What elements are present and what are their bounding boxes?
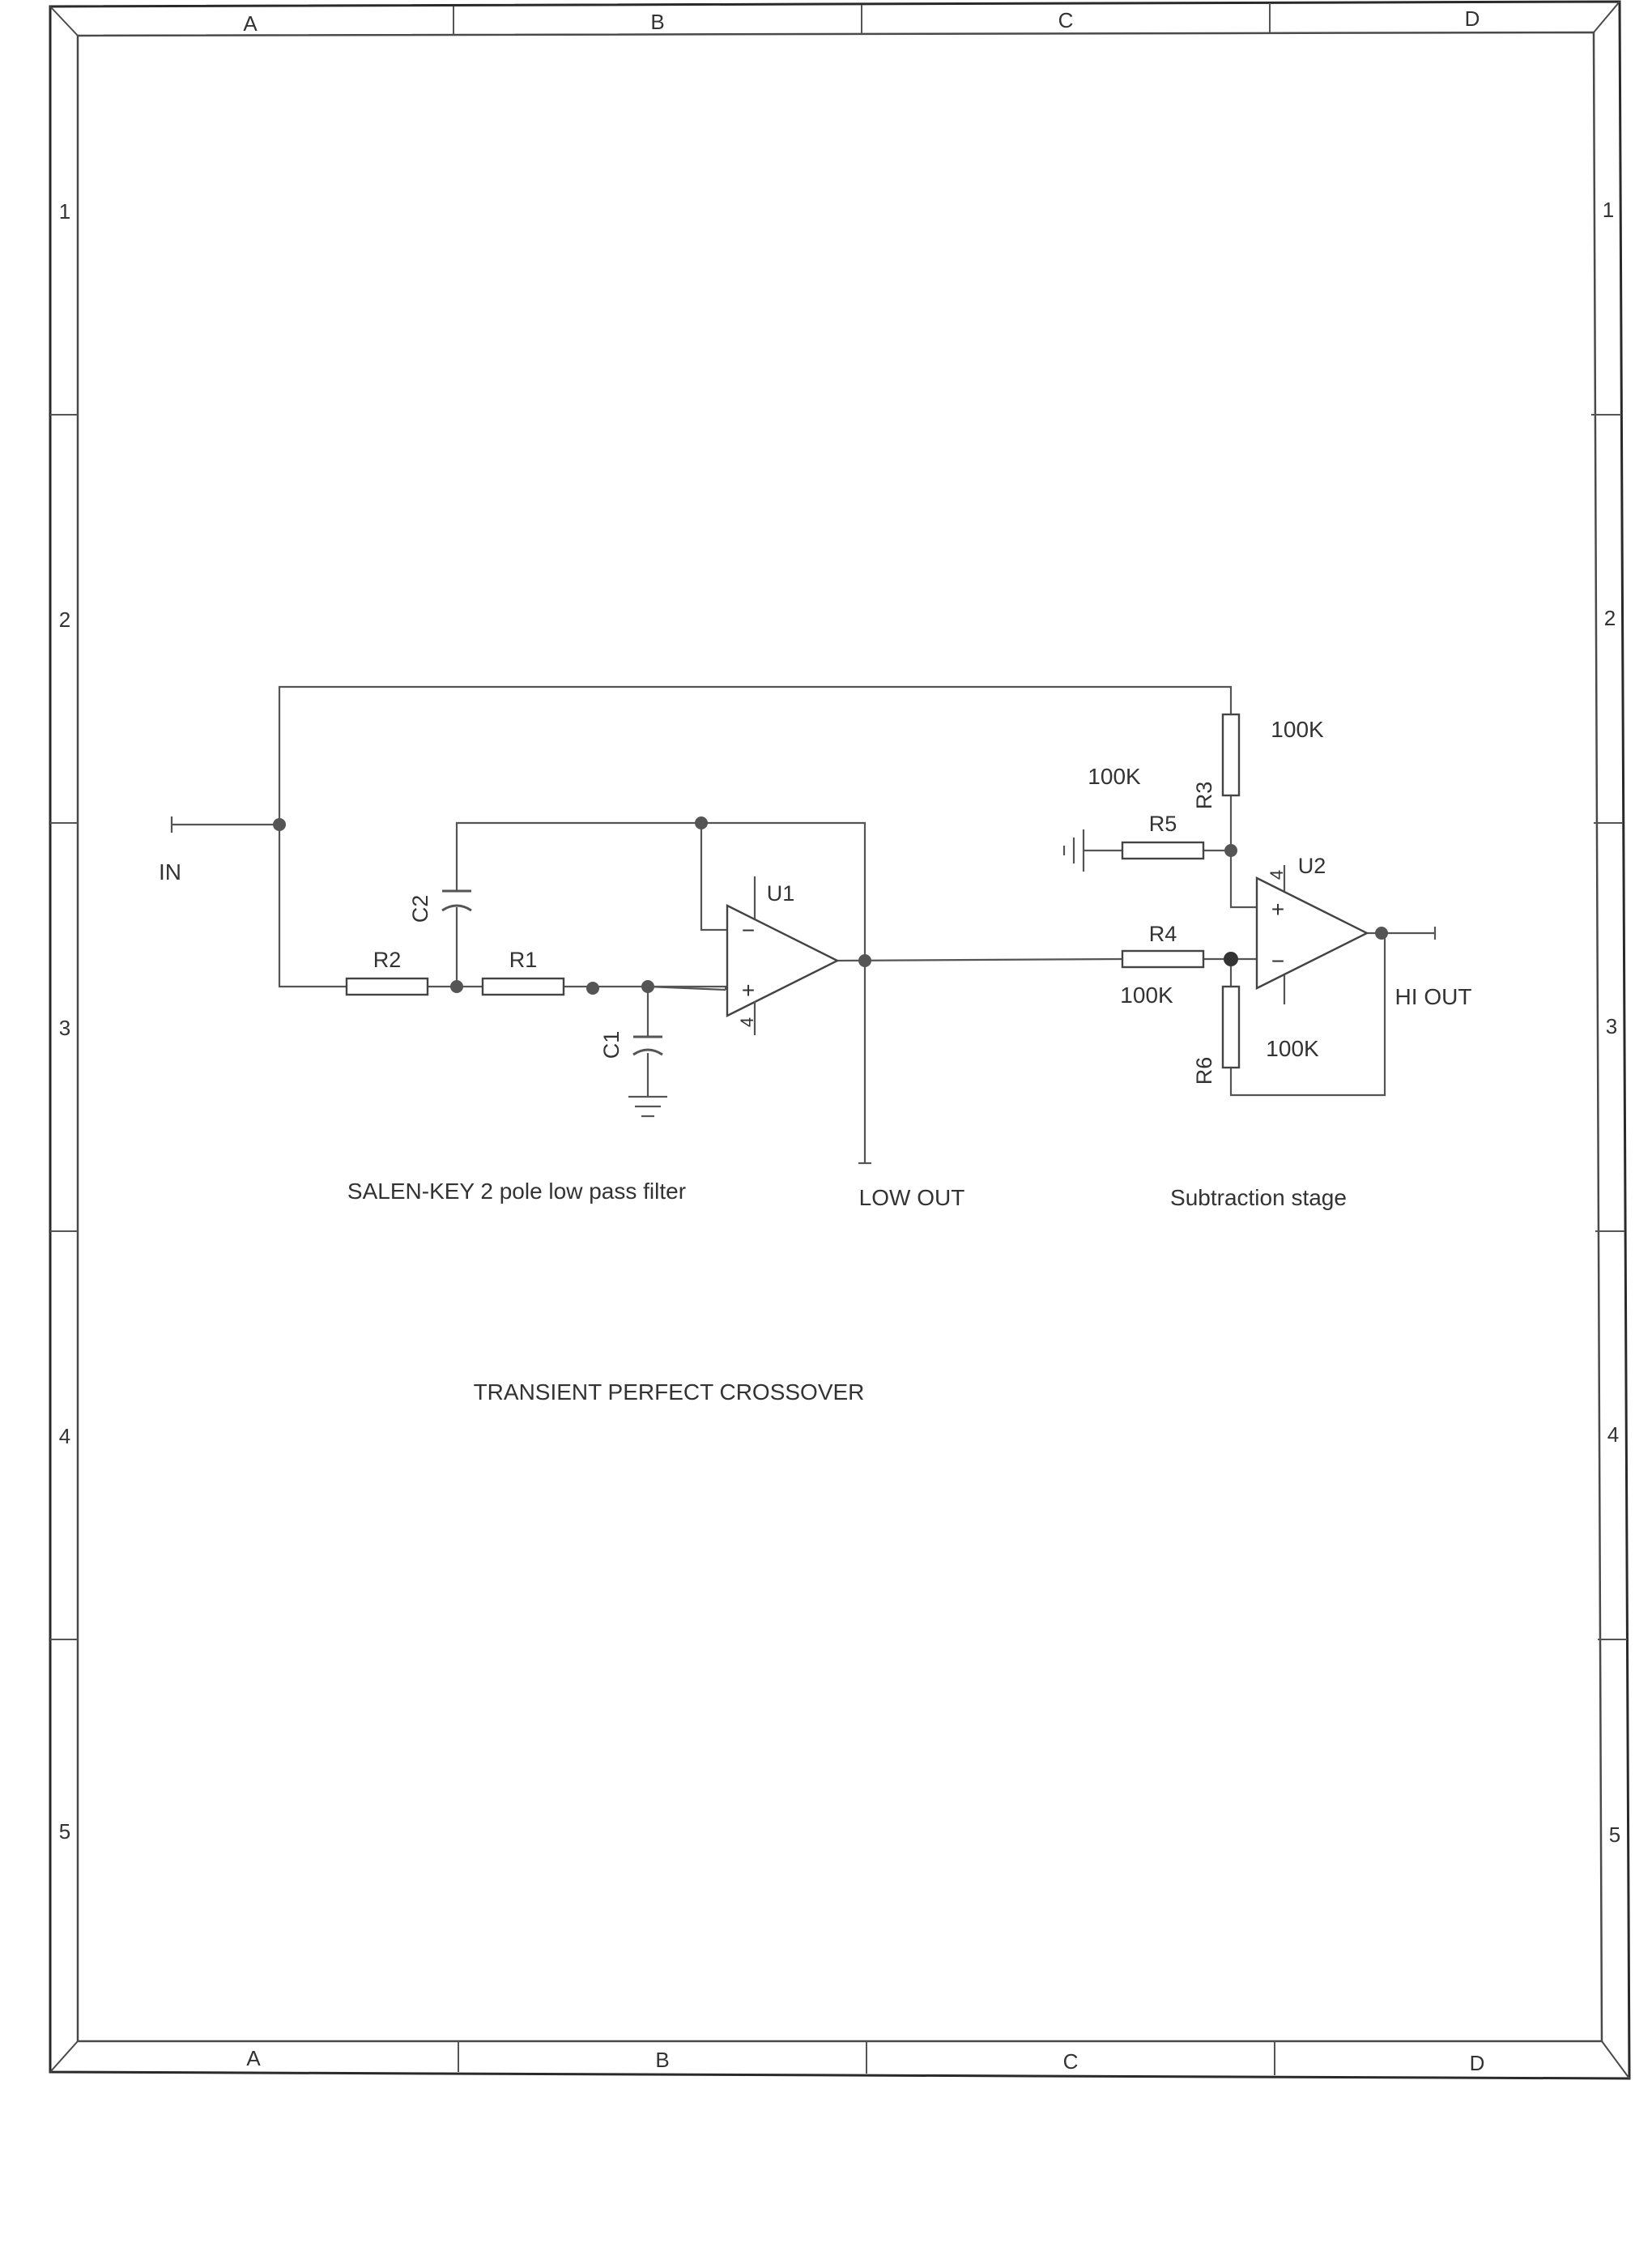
capacitor-c2: C2: [408, 889, 472, 923]
zone-row-2-left: 2: [59, 608, 70, 632]
u2-plus-sign: +: [1271, 897, 1284, 922]
zone-row-4-left: 4: [59, 1424, 70, 1448]
wire-u1-r4: [837, 957, 1123, 962]
wire-r3-u2: [1229, 795, 1257, 909]
page-title: TRANSIENT PERFECT CROSSOVER: [474, 1379, 865, 1405]
zone-row-1-right: 1: [1603, 198, 1614, 222]
capacitor-c1: C1: [599, 1031, 663, 1059]
ground-icon: [628, 1095, 667, 1118]
input-label: IN: [159, 859, 181, 885]
r1-label: R1: [509, 948, 538, 972]
opamp-u1: U1 − + 4: [726, 876, 840, 1035]
u2-label: U2: [1298, 854, 1326, 878]
zone-col-a-bottom: A: [246, 2046, 261, 2070]
zone-row-4-right: 4: [1607, 1422, 1619, 1447]
u2-minus-sign: −: [1271, 949, 1284, 974]
r4-label: R4: [1149, 922, 1177, 946]
junction-dot: [1375, 927, 1388, 940]
resistor-r3: R3 100K: [1192, 713, 1324, 810]
resistor-r1: R1: [481, 948, 565, 996]
resistor-r6: R6 100K: [1192, 985, 1319, 1085]
r6-label: R6: [1192, 1057, 1216, 1085]
zone-row-3-left: 3: [59, 1016, 70, 1040]
u2-pin-label: 4: [1267, 870, 1287, 880]
zone-col-c-bottom: C: [1063, 2049, 1079, 2074]
r4-value: 100K: [1120, 983, 1173, 1008]
wire-top-bus: [278, 685, 1233, 825]
resistor-r5: R5 100K: [1088, 764, 1205, 860]
junctions: [273, 816, 1388, 995]
junction-dot: [1224, 952, 1238, 966]
r6-value: 100K: [1266, 1036, 1319, 1061]
c1-label: C1: [599, 1031, 624, 1059]
junction-dot: [586, 982, 599, 995]
r2-label: R2: [373, 948, 402, 972]
junction-dot: [695, 816, 708, 829]
zone-row-2-right: 2: [1604, 606, 1616, 630]
resistor-r4: R4 100K: [1120, 922, 1205, 1008]
zone-col-c-top: C: [1058, 8, 1074, 32]
resistor-r2: R2: [345, 948, 429, 996]
wire-c2-feedback: [455, 821, 866, 959]
r3-value: 100K: [1271, 717, 1324, 742]
wire-r1-u1: [564, 985, 727, 990]
low-out-label: LOW OUT: [859, 1185, 965, 1210]
wire-input-to-r2: [278, 825, 347, 988]
zone-labels: A B C D A B C D 1 2 3 4 5 1 2 3 4 5: [59, 6, 1620, 2075]
junction-dot: [641, 980, 654, 993]
r5-label: R5: [1149, 812, 1177, 836]
r5-value: 100K: [1088, 764, 1141, 789]
c2-label: C2: [408, 895, 432, 923]
zone-row-3-right: 3: [1606, 1014, 1617, 1038]
wire-u1-minus: [700, 823, 727, 932]
wire-r6-feedback: [1229, 933, 1386, 1097]
zone-row-5-right: 5: [1609, 1823, 1620, 1847]
zone-col-b-top: B: [650, 10, 664, 34]
opamp-u2: U2 + − 4: [1255, 854, 1369, 1004]
zone-col-d-top: D: [1465, 6, 1480, 31]
u1-pin-label: 4: [737, 1017, 757, 1027]
junction-dot: [858, 954, 871, 967]
wire-r1-u1-b: [647, 985, 726, 991]
zone-col-b-bottom: B: [655, 2048, 669, 2072]
u1-label: U1: [767, 881, 795, 906]
junction-dot: [450, 980, 463, 993]
ground-icon: [1062, 829, 1085, 872]
hi-out-label: HI OUT: [1395, 984, 1472, 1009]
zone-row-5-left: 5: [59, 1819, 70, 1844]
u1-plus-sign: +: [742, 978, 755, 1003]
zone-col-d-bottom: D: [1470, 2051, 1485, 2075]
subtraction-caption: Subtraction stage: [1170, 1185, 1347, 1210]
filter-caption: SALEN-KEY 2 pole low pass filter: [347, 1179, 686, 1204]
junction-dot: [273, 818, 286, 831]
drawing-frame: [49, 0, 1631, 2080]
zone-col-a-top: A: [243, 11, 258, 36]
u1-minus-sign: −: [742, 918, 755, 943]
wiring: [170, 685, 1437, 1165]
zone-row-1-left: 1: [59, 199, 70, 224]
junction-dot: [1224, 844, 1237, 857]
r3-label: R3: [1192, 782, 1216, 810]
